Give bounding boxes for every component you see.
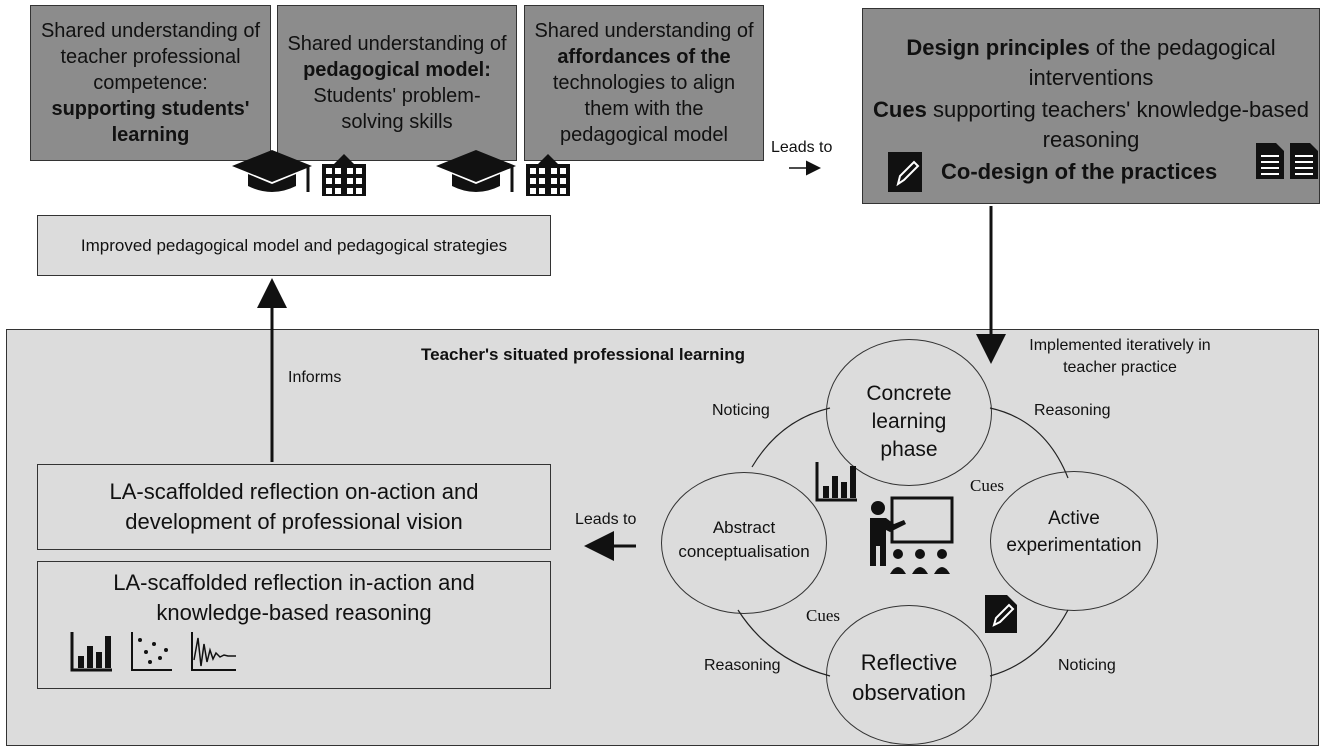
cues-bold: Cues (873, 97, 927, 122)
improved-model-text: Improved pedagogical model and pedagogic… (80, 235, 508, 255)
design-principles-bold: Design principles (906, 35, 1090, 60)
shared-affordances-rest: technologies to align them with the peda… (552, 72, 736, 146)
shared-affordances-text: Shared understanding of (534, 20, 754, 42)
shared-affordances-box: Shared understanding of affordances of t… (524, 5, 764, 161)
shared-affordances-bold: affordances of the (557, 46, 731, 68)
shared-competence-text: Shared understanding of teacher professi… (40, 20, 261, 94)
scatter-plot-icon (131, 632, 172, 671)
active-experimentation-text: Active experimentation (1006, 508, 1142, 556)
abstract-conceptualisation-label: Abstract conceptualisation (664, 516, 824, 564)
abstract-conceptualisation-text: Abstract conceptualisation (678, 518, 810, 561)
teacher-presenting-icon (870, 496, 954, 574)
active-experimentation-label: Active experimentation (996, 505, 1152, 559)
concrete-learning-ellipse (826, 339, 992, 486)
shared-competence-bold: supporting students' learning (51, 98, 250, 146)
abstract-conceptualisation-ellipse (661, 472, 827, 614)
design-principles-box: Design principles of the pedagogical int… (862, 8, 1320, 204)
graduation-cap-icon (232, 150, 312, 192)
informs-label: Informs (288, 369, 342, 386)
shared-pedagogical-model-bold: pedagogical model: (303, 59, 491, 81)
leads-to-top-label: Leads to (771, 139, 833, 156)
reflective-observation-text: Reflective observation (852, 650, 966, 705)
bar-chart-icon (70, 632, 112, 672)
reflection-in-action-text: LA-scaffolded reflection in-action and k… (113, 570, 475, 625)
reflective-observation-label: Reflective observation (838, 648, 980, 708)
concrete-learning-label: Concrete learning phase (850, 380, 968, 464)
arc-reflective-to-abstract (737, 609, 831, 677)
leads-to-bottom-label: Leads to (575, 511, 637, 528)
document-icon (1256, 143, 1284, 179)
shared-competence-box: Shared understanding of teacher professi… (30, 5, 271, 161)
cues-text: supporting teachers' knowledge-based rea… (932, 97, 1309, 152)
implemented-label: Implemented iteratively in teacher pract… (1029, 337, 1211, 376)
co-design-bold: Co-design of the practices (941, 159, 1218, 184)
reflection-on-action-box: LA-scaffolded reflection on-action and d… (37, 464, 551, 550)
school-building-icon (322, 154, 366, 196)
document-icon (1290, 143, 1318, 179)
shared-pedagogical-model-box: Shared understanding of pedagogical mode… (277, 5, 517, 161)
reflection-in-action-box: LA-scaffolded reflection in-action and k… (37, 561, 551, 689)
graduation-cap-icon (436, 150, 516, 192)
shared-pedagogical-model-text: Shared understanding of (287, 33, 507, 55)
waveform-chart-icon (191, 632, 236, 671)
panel-title: Teacher's situated professional learning (421, 345, 745, 364)
reflection-on-action-text: LA-scaffolded reflection on-action and d… (109, 479, 479, 534)
document-edit-icon (888, 152, 922, 192)
reflective-observation-ellipse (826, 605, 992, 745)
arc-concrete-to-active (989, 407, 1069, 479)
noticing-bottom-label: Noticing (1058, 657, 1116, 674)
noticing-top-label: Noticing (712, 402, 770, 419)
design-principles-text: of the pedagogical interventions (1028, 35, 1276, 90)
concrete-learning-text: Concrete learning phase (866, 382, 952, 461)
reasoning-bottom-label: Reasoning (704, 657, 781, 674)
reasoning-top-label: Reasoning (1034, 402, 1111, 419)
cues-right-label: Cues (970, 476, 1004, 495)
improved-model-box: Improved pedagogical model and pedagogic… (37, 215, 551, 276)
arc-active-to-reflective (989, 609, 1069, 677)
document-edit-icon (985, 595, 1017, 633)
shared-pedagogical-model-rest: Students' problem-solving skills (313, 85, 481, 133)
bar-chart-icon (815, 462, 857, 502)
arc-abstract-to-concrete (751, 407, 831, 468)
cues-left-label: Cues (806, 606, 840, 625)
school-building-icon (526, 154, 570, 196)
active-experimentation-ellipse (990, 471, 1158, 611)
